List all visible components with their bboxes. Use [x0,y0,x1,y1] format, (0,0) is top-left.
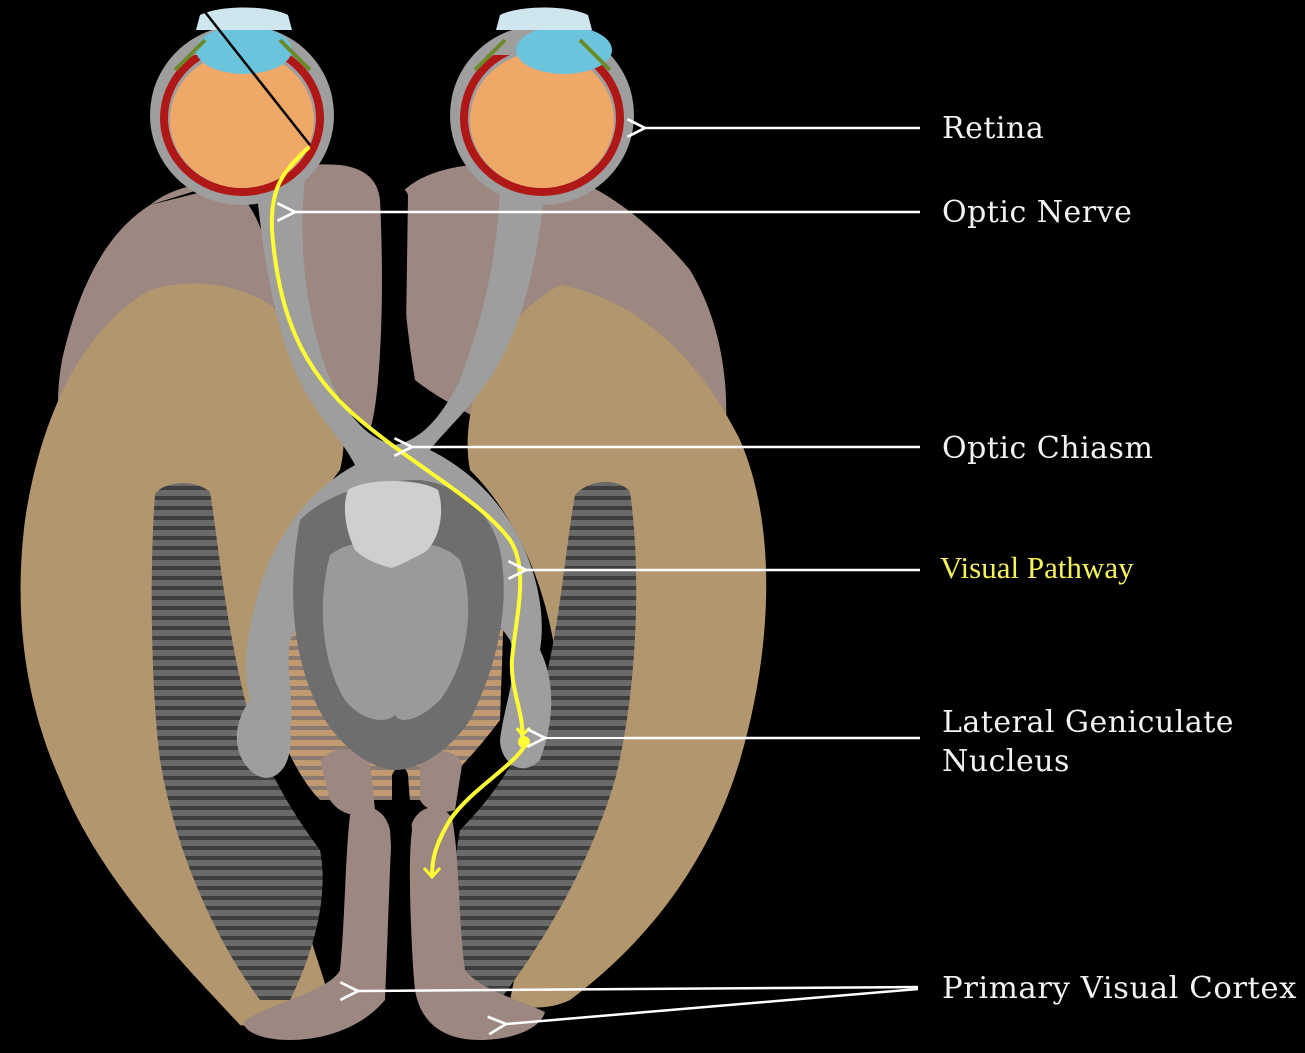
label-primary-visual-cortex: Primary Visual Cortex [942,971,1297,1006]
label-lgn-line2: Nucleus [942,744,1070,779]
lgn-synapse-dot [518,736,530,748]
label-lgn-line1: Lateral Geniculate [942,705,1234,740]
left-eye [150,8,334,206]
label-optic-chiasm: Optic Chiasm [942,431,1153,466]
right-eye [450,8,634,206]
longitudinal-fissure-front [385,188,408,422]
label-visual-pathway: Visual Pathway [940,550,1134,585]
label-optic-nerve: Optic Nerve [942,195,1132,230]
label-retina: Retina [942,111,1044,146]
